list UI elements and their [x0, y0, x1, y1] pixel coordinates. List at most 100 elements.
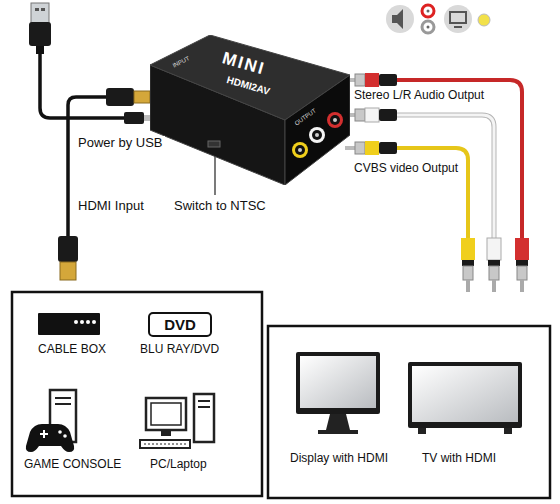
tv-frame — [408, 362, 522, 428]
rca-jack — [309, 127, 325, 143]
device-label: BLU RAY/DVD — [138, 343, 221, 357]
tv-foot — [418, 428, 426, 434]
rca-body — [379, 109, 397, 121]
speaker-icon — [392, 9, 403, 29]
rca-white-icon — [422, 21, 434, 33]
rca-sleeve — [517, 266, 527, 280]
tv-icon — [408, 362, 522, 434]
rca-sleeve — [489, 266, 499, 280]
rca-pin — [492, 280, 496, 292]
icon-ground — [386, 5, 414, 33]
pc-screen — [151, 403, 181, 425]
rca-sleeve — [463, 266, 473, 280]
logo-text: DVD — [164, 317, 196, 332]
jack-hole — [312, 130, 322, 140]
jack-pin — [315, 133, 319, 137]
rca-jack — [327, 112, 343, 128]
hdmi-wire — [68, 97, 106, 236]
callout-label: Power by USB — [76, 136, 165, 151]
displays-panel — [268, 326, 550, 498]
cable-box-icon — [38, 313, 100, 335]
gamepad-dpad — [40, 430, 48, 438]
white-wire — [397, 115, 494, 238]
usb-cable — [29, 3, 151, 124]
rca-band-yellow — [461, 238, 475, 260]
pc-tower — [194, 394, 214, 442]
box-right-face — [285, 75, 350, 185]
pc-drive-slots — [198, 401, 210, 407]
gamepad-button — [63, 434, 67, 438]
pc-monitor — [146, 398, 186, 430]
device-label: CABLE BOX — [36, 343, 108, 357]
ntsc-switch — [208, 141, 220, 147]
rca-pin-icon — [427, 26, 430, 29]
rca-pin — [520, 280, 524, 292]
gamepad — [26, 424, 74, 452]
rca-band-red — [515, 238, 529, 260]
rca-ring — [516, 260, 528, 266]
usb-plug-metal — [31, 3, 49, 23]
callout-label: HDMI Input — [76, 199, 146, 214]
rca-band-white — [487, 238, 501, 260]
callout-label: Switch to NTSC — [172, 199, 268, 214]
jack-pin — [298, 148, 302, 152]
rca-cables — [345, 73, 529, 292]
pc-icon — [140, 394, 214, 448]
rca-sleeve — [355, 109, 365, 121]
device-label: GAME CONSOLE — [22, 458, 123, 472]
display-screen — [300, 356, 376, 408]
rca-pin — [345, 146, 355, 150]
tv-foot — [504, 428, 512, 434]
rca-band-red — [365, 73, 379, 87]
jack-ring — [292, 142, 308, 158]
pc-keyboard — [140, 440, 190, 448]
rca-ring — [462, 260, 474, 266]
game-console-icon — [26, 390, 76, 452]
rca-band-yellow — [365, 141, 379, 155]
gamepad-button — [58, 430, 62, 434]
jack-ring — [309, 127, 325, 143]
jack-pin — [333, 118, 337, 122]
usb-slot — [35, 8, 39, 11]
monitor-icon — [450, 12, 466, 23]
rca-ring — [488, 260, 500, 266]
usb-strain-relief — [36, 46, 44, 54]
rca-pin — [466, 280, 470, 292]
micro-usb-plug — [124, 112, 144, 124]
display-stand — [326, 414, 350, 430]
dvd-logo-box: DVD — [148, 312, 212, 337]
rca-body — [379, 142, 397, 154]
usb-slot — [41, 8, 45, 11]
rca-body — [379, 74, 397, 86]
rca-sleeve — [355, 74, 365, 86]
converter-box: MINIHDMI2AVINPUTOUTPUT — [150, 35, 350, 185]
sources-panel — [12, 292, 262, 496]
icon-ground — [444, 5, 472, 33]
red-wire — [397, 80, 522, 238]
device-label: TV with HDMI — [420, 452, 498, 466]
rca-sleeve — [355, 142, 365, 154]
rca-pin-icon — [427, 10, 430, 13]
video-dot-icon — [478, 14, 490, 26]
rca-jack — [292, 142, 308, 158]
hdmi-plug-tip — [60, 262, 76, 280]
display-icon — [296, 352, 380, 434]
device-label: Display with HDMI — [288, 452, 390, 466]
rca-red-icon — [422, 5, 434, 17]
usb-wire — [40, 54, 124, 118]
hdmi-cable — [58, 88, 150, 280]
led-dot — [92, 320, 96, 324]
hdmi-plug-body — [106, 88, 134, 106]
callout-label: Stereo L/R Audio Output — [352, 89, 486, 103]
jack-hole — [330, 115, 340, 125]
device-label: PC/Laptop — [148, 458, 209, 472]
pc-neck — [161, 430, 171, 436]
led-dot — [74, 320, 78, 324]
hdmi-plug-tip — [134, 91, 150, 103]
cable-box-body — [38, 313, 100, 335]
led-dot — [86, 320, 90, 324]
rca-band-white — [365, 108, 379, 122]
signal-icons — [386, 5, 490, 33]
white-wire-edge — [397, 115, 494, 238]
